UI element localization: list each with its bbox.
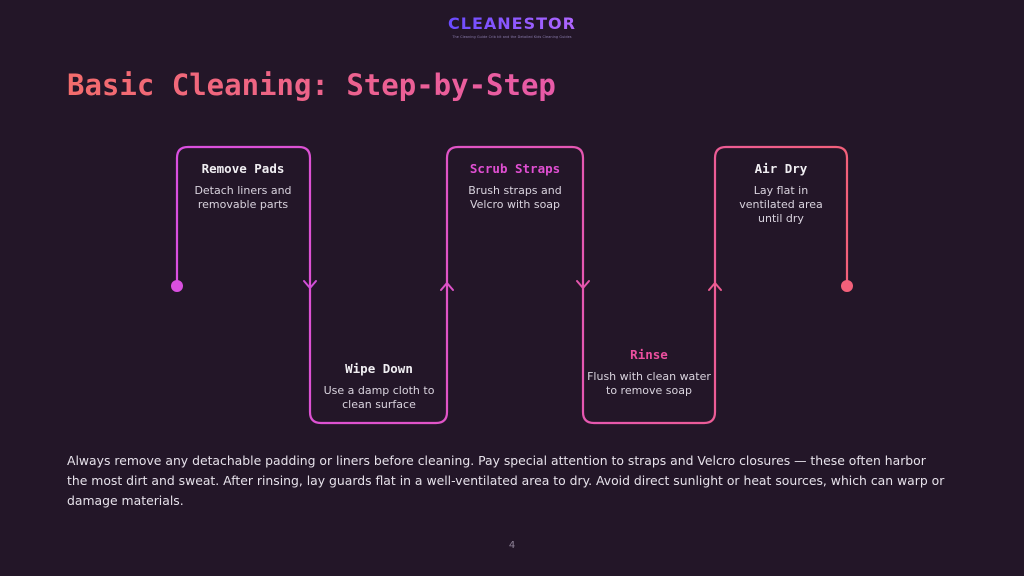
step-wipe-down: Wipe Down Use a damp cloth to clean surf…: [314, 361, 444, 412]
step-description: Flush with clean water to remove soap: [587, 370, 711, 397]
flow-path: [175, 145, 849, 425]
page-number: 4: [508, 540, 516, 551]
step-title: Scrub Straps: [469, 161, 561, 176]
arrow-down-icon: [576, 280, 590, 289]
step-description: Brush straps and Velcro with soap: [468, 184, 562, 211]
slide-body-text: Always remove any detachable padding or …: [67, 453, 945, 508]
step-description: Detach liners and removable parts: [194, 184, 292, 211]
step-title: Rinse: [630, 347, 668, 362]
logo-wordmark: CLEANESTOR: [448, 14, 576, 33]
brand-logo: CLEANESTOR The Cleaning Guide Crib kit a…: [0, 14, 1024, 39]
step-description: Use a damp cloth to clean surface: [323, 384, 435, 411]
logo-tagline: The Cleaning Guide Crib kit and the Deta…: [452, 35, 572, 39]
step-title: Wipe Down: [345, 361, 413, 376]
arrow-up-icon: [440, 282, 454, 291]
flow-start-dot: [171, 280, 183, 292]
flow-end-dot: [841, 280, 853, 292]
step-remove-pads: Remove Pads Detach liners and removable …: [178, 161, 308, 212]
step-title: Remove Pads: [201, 161, 285, 176]
arrow-down-icon: [303, 280, 317, 289]
step-air-dry: Air Dry Lay flat in ventilated area unti…: [716, 161, 846, 226]
step-rinse: Rinse Flush with clean water to remove s…: [584, 347, 714, 398]
step-description: Lay flat in ventilated area until dry: [739, 184, 823, 225]
step-title: Air Dry: [754, 161, 808, 176]
slide-title: Basic Cleaning: Step-by-Step: [67, 68, 556, 102]
step-scrub-straps: Scrub Straps Brush straps and Velcro wit…: [450, 161, 580, 212]
arrow-up-icon: [708, 282, 722, 291]
